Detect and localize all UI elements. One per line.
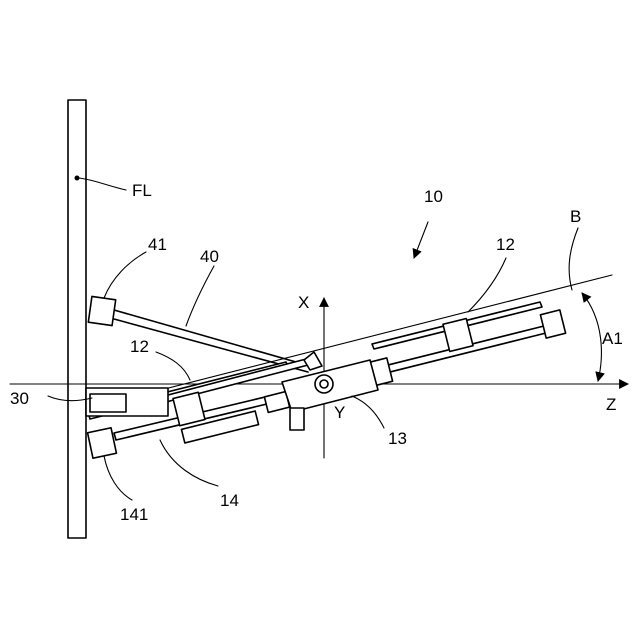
- base-30-inner: [90, 394, 126, 412]
- label-device: 10: [424, 187, 443, 206]
- label-cylinder: 14: [220, 491, 239, 510]
- hub-foot: [290, 408, 304, 430]
- label-cylinder-end: 141: [120, 505, 148, 524]
- label-hub: 13: [388, 429, 407, 448]
- link-41-leader: [104, 252, 146, 298]
- label-link-end: 41: [148, 235, 167, 254]
- cylinder-end-leader: [104, 456, 132, 500]
- label-floor: FL: [132, 181, 152, 200]
- hub-pivot-inner: [320, 380, 328, 388]
- link-end-41: [88, 296, 115, 325]
- label-link: 40: [200, 247, 219, 266]
- label-b: B: [570, 207, 581, 226]
- label-lower-arm: 12: [130, 337, 149, 356]
- label-y: Y: [334, 403, 345, 422]
- b-leader: [569, 228, 578, 290]
- hub-leader: [352, 396, 384, 428]
- device-arrow: [414, 222, 428, 258]
- label-base: 30: [10, 389, 29, 408]
- label-x: X: [298, 293, 309, 312]
- angle-a1-arc: [582, 293, 601, 381]
- label-z: Z: [606, 395, 616, 414]
- lower-arm-leader: [156, 352, 190, 380]
- floor-plate: [68, 100, 86, 538]
- cylinder-end-141: [88, 428, 117, 458]
- hub-top-bracket: [304, 352, 322, 370]
- left-clamp-block: [173, 392, 205, 425]
- link-40-leader: [186, 266, 214, 326]
- label-upper-arm: 12: [496, 235, 515, 254]
- label-angle: A1: [602, 329, 623, 348]
- cylinder-leader: [160, 440, 218, 486]
